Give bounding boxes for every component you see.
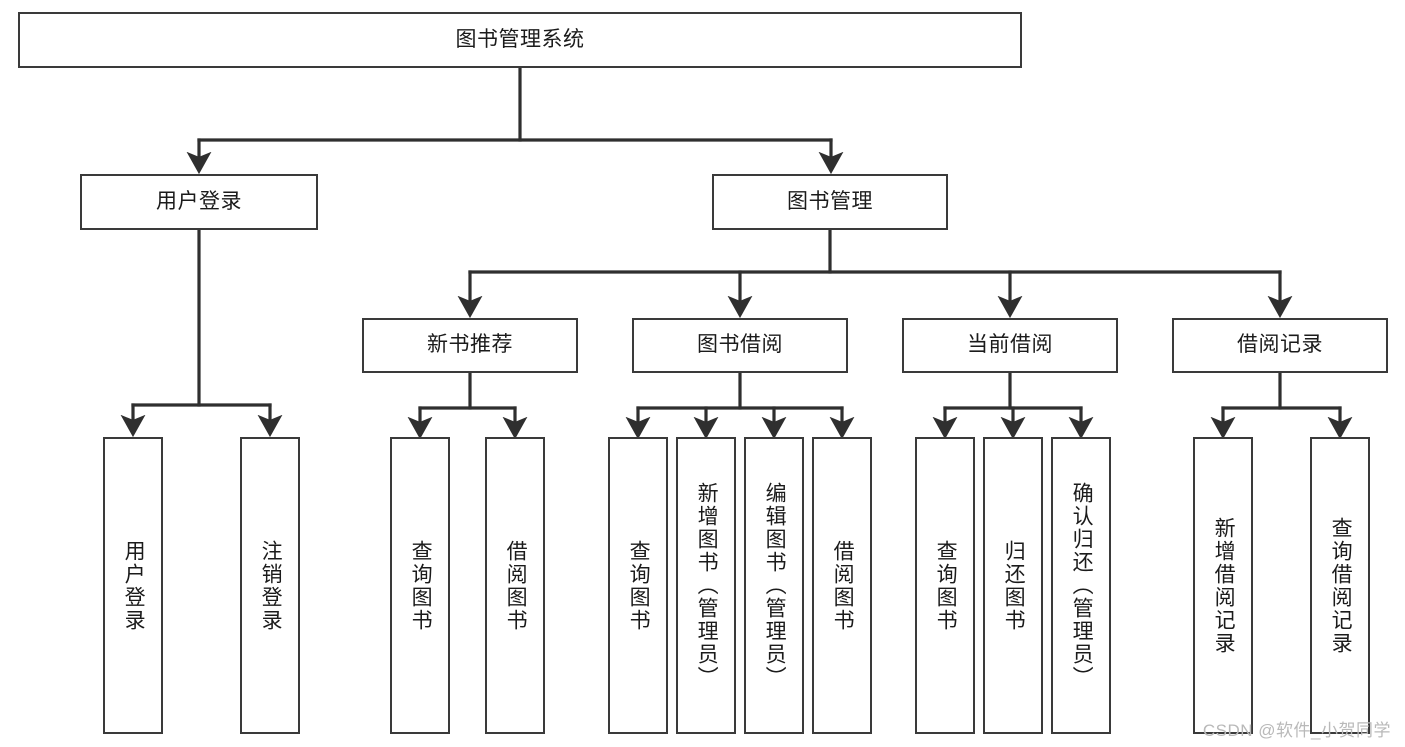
leaf-label: 确认归还（管理员） — [1070, 482, 1094, 689]
leaf-user-login[interactable]: 用户登录 — [103, 437, 163, 734]
node-label: 借阅记录 — [1237, 333, 1323, 357]
leaf-confirm-return-admin[interactable]: 确认归还（管理员） — [1051, 437, 1111, 734]
node-borrow-record[interactable]: 借阅记录 — [1172, 318, 1388, 373]
leaf-borrow-book[interactable]: 借阅图书 — [812, 437, 872, 734]
leaf-label: 查询图书 — [409, 539, 433, 632]
leaf-label: 查询图书 — [627, 539, 651, 632]
node-book-manage[interactable]: 图书管理 — [712, 174, 948, 230]
node-label: 图书借阅 — [697, 333, 783, 357]
leaf-label: 查询图书 — [934, 539, 958, 632]
node-new-book-recommend[interactable]: 新书推荐 — [362, 318, 578, 373]
leaf-borrow-book-recommend[interactable]: 借阅图书 — [485, 437, 545, 734]
node-user-login[interactable]: 用户登录 — [80, 174, 318, 230]
node-label: 用户登录 — [156, 189, 242, 213]
leaf-user-logout[interactable]: 注销登录 — [240, 437, 300, 734]
leaf-label: 注销登录 — [259, 539, 283, 632]
leaf-label: 新增借阅记录 — [1212, 516, 1236, 655]
leaf-query-book-recommend[interactable]: 查询图书 — [390, 437, 450, 734]
csdn-watermark: CSDN @软件_小贺同学 — [1202, 721, 1391, 740]
leaf-query-book-current[interactable]: 查询图书 — [915, 437, 975, 734]
leaf-label: 归还图书 — [1002, 539, 1026, 632]
node-label: 新书推荐 — [427, 333, 513, 357]
leaf-label: 新增图书（管理员） — [695, 482, 719, 689]
leaf-add-book-admin[interactable]: 新增图书（管理员） — [676, 437, 736, 734]
node-label: 图书管理 — [787, 189, 873, 213]
leaf-edit-book-admin[interactable]: 编辑图书（管理员） — [744, 437, 804, 734]
node-book-borrow[interactable]: 图书借阅 — [632, 318, 848, 373]
node-label: 图书管理系统 — [455, 27, 585, 51]
leaf-return-book[interactable]: 归还图书 — [983, 437, 1043, 734]
node-book-management-system[interactable]: 图书管理系统 — [18, 12, 1022, 68]
leaf-query-borrow-record[interactable]: 查询借阅记录 — [1310, 437, 1370, 734]
leaf-label: 查询借阅记录 — [1329, 516, 1353, 655]
leaf-label: 编辑图书（管理员） — [763, 482, 787, 689]
node-current-borrow[interactable]: 当前借阅 — [902, 318, 1118, 373]
leaf-add-borrow-record[interactable]: 新增借阅记录 — [1193, 437, 1253, 734]
leaf-label: 借阅图书 — [504, 539, 528, 632]
leaf-label: 借阅图书 — [831, 539, 855, 632]
node-label: 当前借阅 — [967, 333, 1053, 357]
leaf-query-book-borrow[interactable]: 查询图书 — [608, 437, 668, 734]
leaf-label: 用户登录 — [122, 539, 146, 632]
